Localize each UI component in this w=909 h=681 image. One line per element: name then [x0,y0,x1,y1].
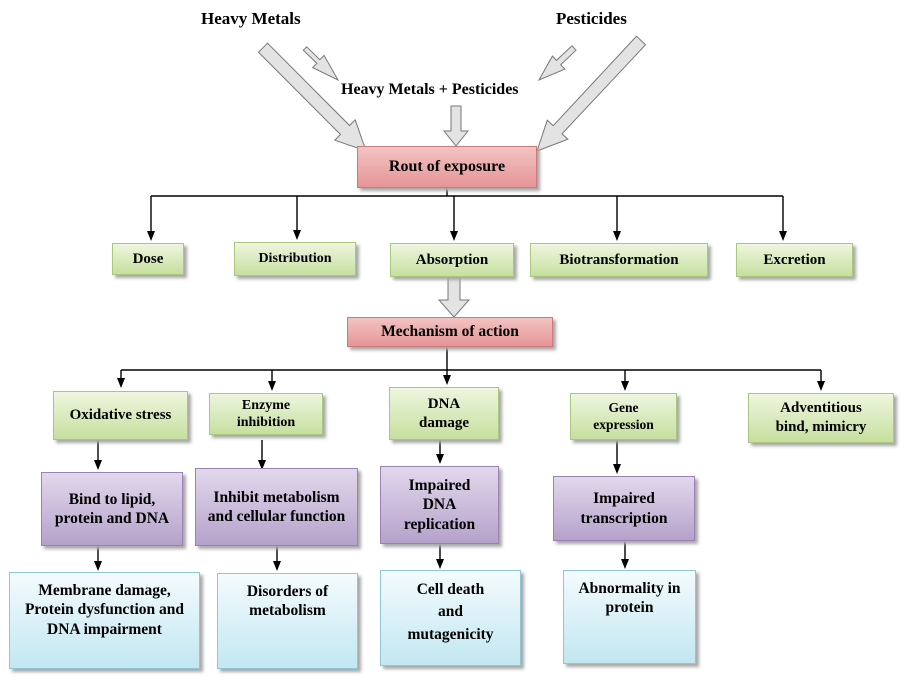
oxidative-stress-box: Oxidative stress [53,391,188,440]
gene-expression-box: Gene expression [570,393,677,440]
heavy-metals-to-combined-arrow [302,46,340,82]
absorption-to-mechanism-arrow [437,276,471,318]
inhibit-metabolism-box: Inhibit metabolism and cellular function [195,468,358,546]
cell-death-box: Cell death and mutagenicity [380,570,521,666]
route-of-exposure-box: Rout of exposure [357,146,537,188]
biotransformation-box: Biotransformation [530,243,708,277]
pesticides-to-route-arrow [536,35,647,152]
membrane-damage-box: Membrane damage, Protein dysfunction and… [9,572,200,669]
dose-box: Dose [112,243,184,275]
impaired-transcription-box: Impaired transcription [553,476,695,541]
excretion-box: Excretion [736,243,853,277]
abnormality-in-protein-box: Abnormality in protein [563,570,696,664]
combined-to-route-arrow [442,105,470,147]
adventitious-box: Adventitious bind, mimicry [748,393,894,443]
heavy-metals-to-route-arrow [257,42,367,152]
pesticides-label: Pesticides [556,9,627,28]
heavy-metals-label: Heavy Metals [201,9,301,28]
dna-damage-box: DNA damage [389,387,499,440]
mechanism-of-action-box: Mechanism of action [347,317,553,347]
distribution-box: Distribution [234,242,356,276]
combined-label: Heavy Metals + Pesticides [341,81,519,98]
bind-to-lipid-box: Bind to lipid, protein and DNA [41,472,183,546]
absorption-box: Absorption [390,243,514,277]
disorders-of-metabolism-box: Disorders of metabolism [217,573,358,669]
pesticides-to-combined-arrow [537,45,577,82]
enzyme-inhibition-box: Enzyme inhibition [209,393,323,435]
impaired-dna-replication-box: Impaired DNA replication [380,466,499,544]
